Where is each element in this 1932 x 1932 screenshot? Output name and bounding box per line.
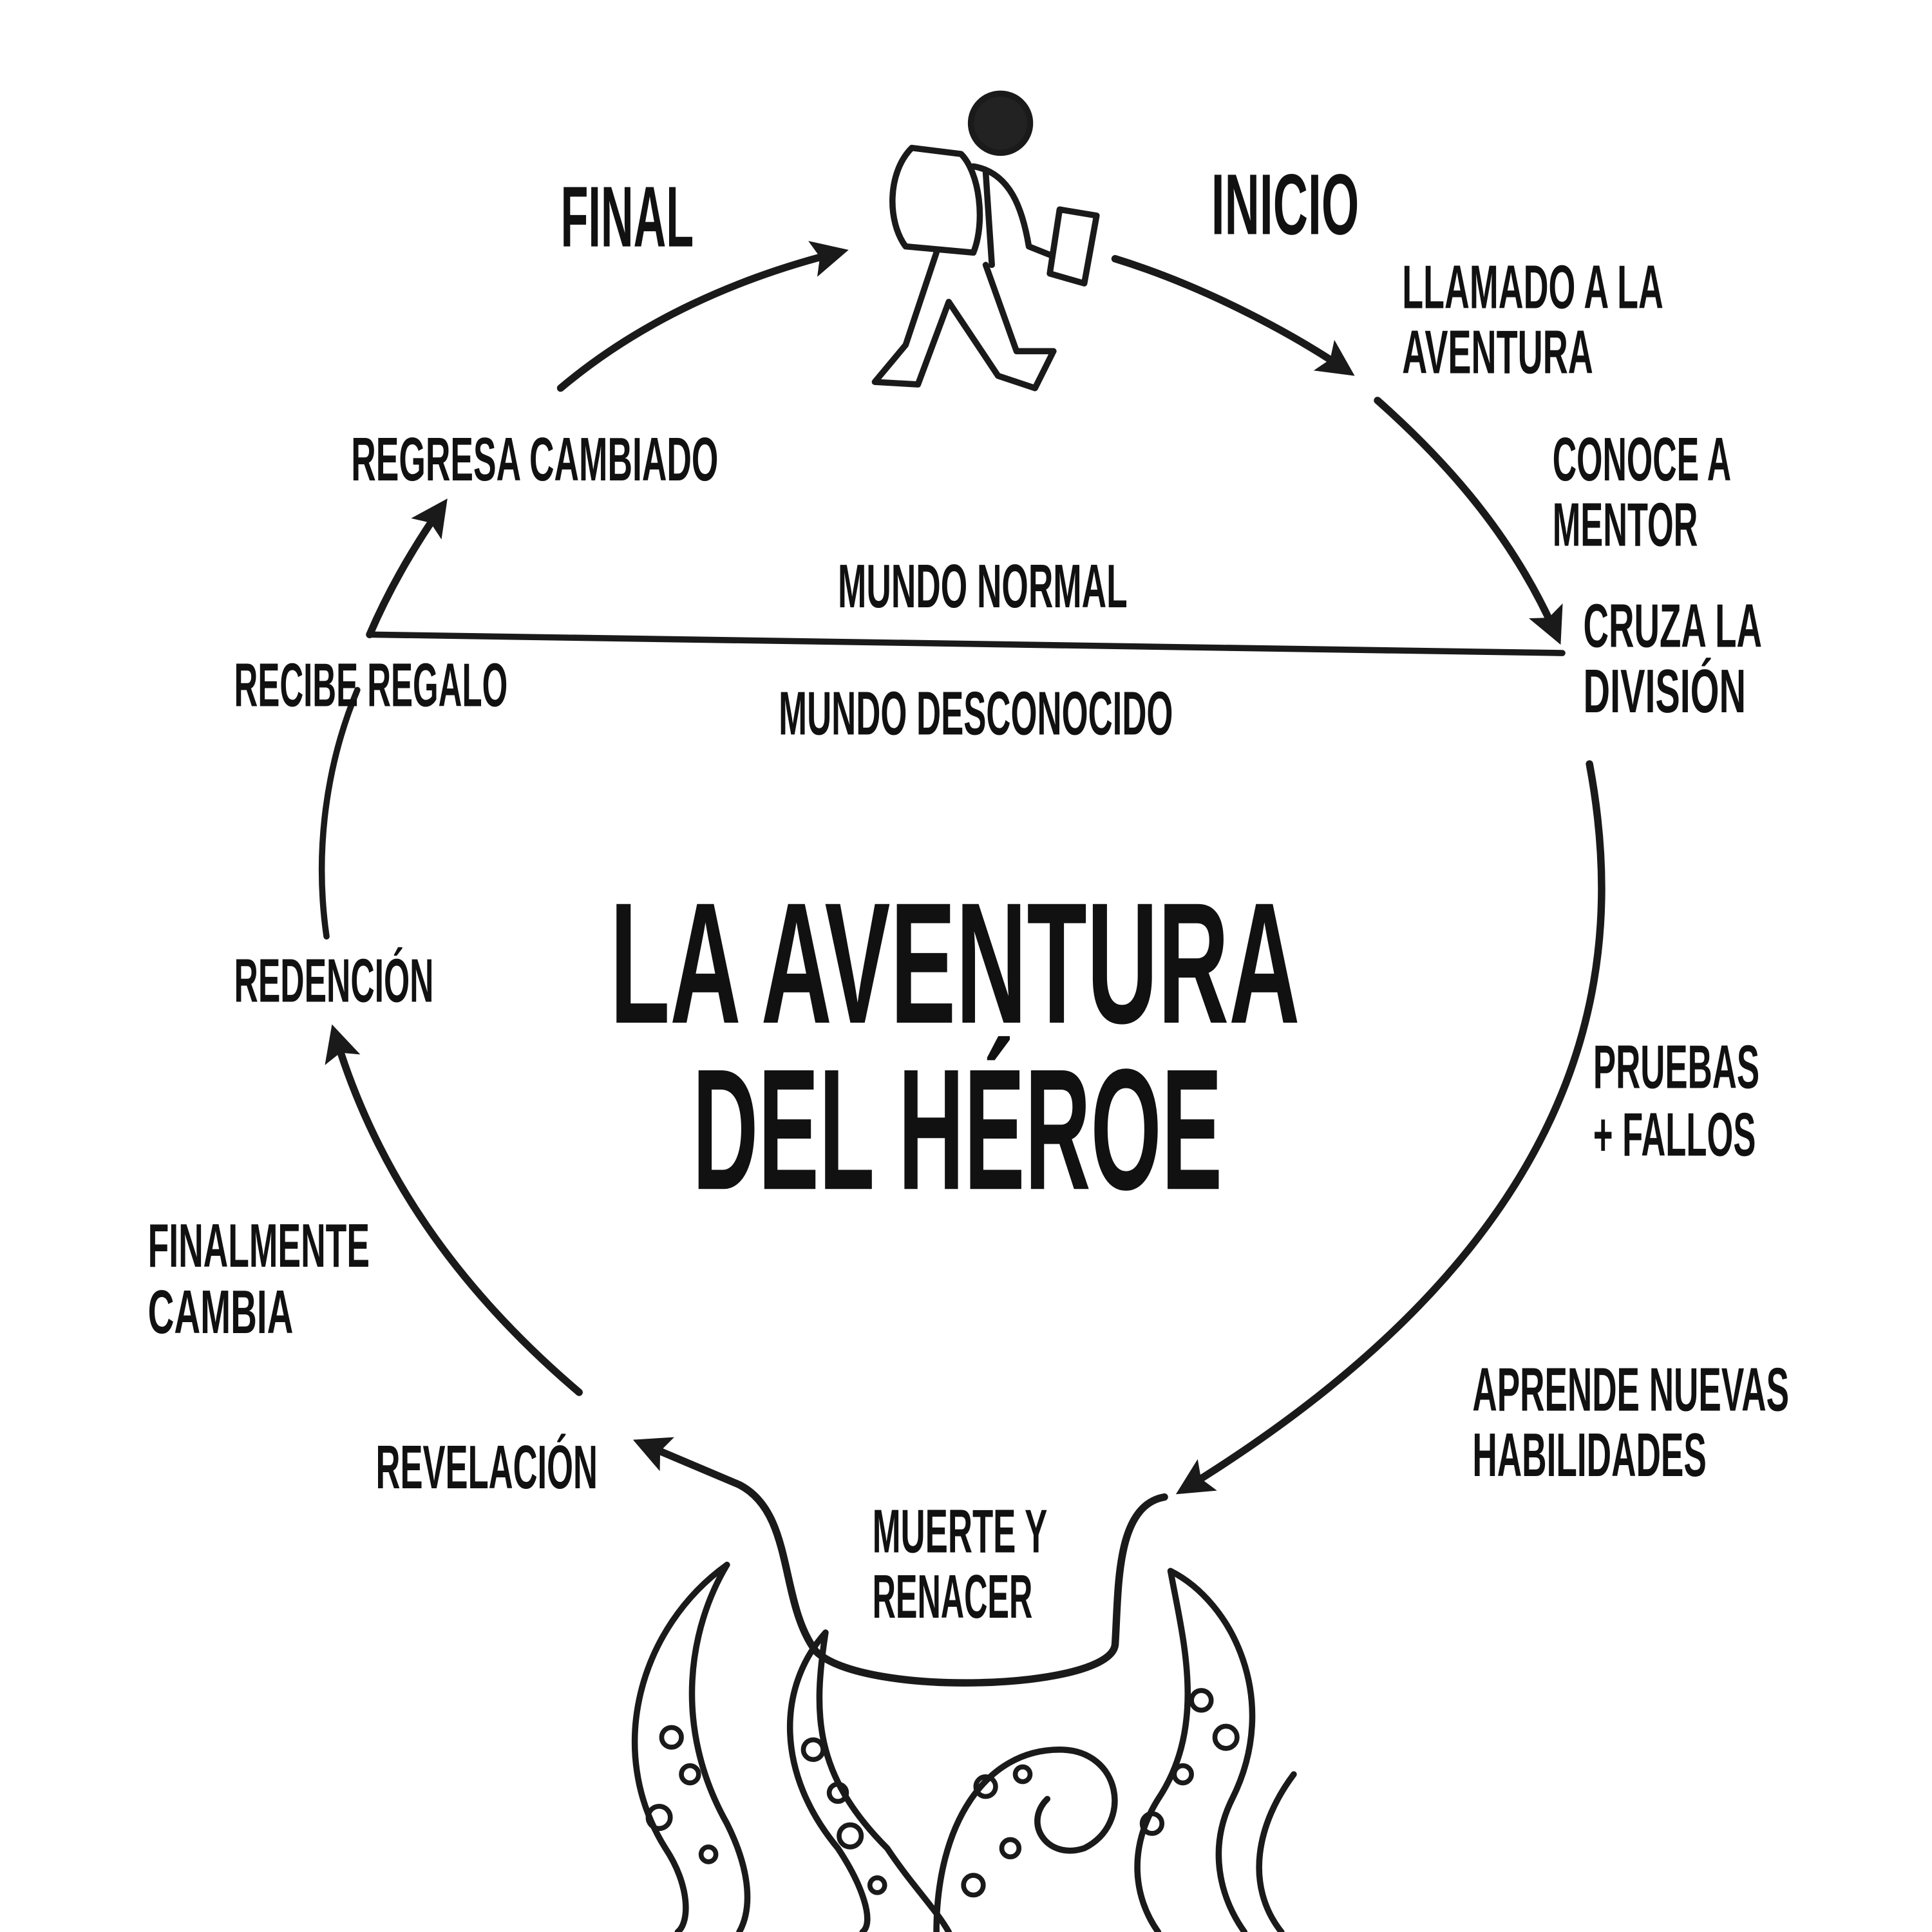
stage-revelacion: REVELACIÓN — [376, 1433, 598, 1502]
title-line2: DEL HÉROE — [692, 1033, 1222, 1226]
divider-line — [366, 631, 1566, 656]
stage-aprende-line2: HABILIDADES — [1472, 1421, 1707, 1490]
divider-below-label: MUNDO DESCONOCIDO — [779, 679, 1173, 748]
stage-regalo: RECIBE REGALO — [234, 650, 508, 719]
arrow-final-to-hero — [556, 241, 849, 392]
stage-redencion: REDENCIÓN — [234, 946, 434, 1015]
stage-llamado-line2: AVENTURA — [1402, 318, 1593, 387]
stage-finalmente-line2: CAMBIA — [148, 1278, 294, 1347]
stage-regresa: REGRESA CAMBIADO — [351, 425, 718, 494]
cauldron-path — [632, 1437, 1168, 1687]
stage-cruza-line2: DIVISIÓN — [1584, 657, 1747, 726]
stage-finalmente-line1: FINALMENTE — [148, 1211, 370, 1280]
stage-pruebas-line2: + FALLOS — [1593, 1101, 1756, 1170]
stage-muerte-line2: RENACER — [873, 1562, 1033, 1631]
hiker-illustration — [871, 90, 1100, 392]
stage-mentor-line1: CONOCE A — [1553, 425, 1731, 494]
stage-mentor-line2: MENTOR — [1553, 491, 1698, 560]
divider-above-label: MUNDO NORMAL — [838, 552, 1128, 621]
arrow-inicio-to-llamado — [1111, 255, 1355, 376]
arc-redencion-to-regalo — [318, 687, 361, 940]
stage-cruza-line1: CRUZA LA — [1584, 591, 1762, 660]
stage-aprende-line1: APRENDE NUEVAS — [1472, 1356, 1789, 1425]
arrow-revelacion-to-redencion — [325, 1024, 583, 1396]
arrow-llamado-to-cruza — [1374, 397, 1563, 645]
labels: FINAL INICIO LLAMADO A LA AVENTURA CONOC… — [148, 157, 1789, 1632]
stage-muerte-line1: MUERTE Y — [873, 1497, 1048, 1566]
arrow-pruebas-to-muerte — [1175, 760, 1605, 1495]
tentacles-illustration — [631, 1562, 1297, 1932]
label-final: FINAL — [561, 169, 694, 265]
stage-llamado-line1: LLAMADO A LA — [1402, 252, 1663, 321]
title-line1: LA AVENTURA — [610, 867, 1300, 1059]
suction-cups — [645, 1688, 1240, 1898]
label-inicio: INICIO — [1211, 157, 1359, 253]
cycle-arrows — [318, 241, 1605, 1687]
arrow-regalo-to-regresa — [366, 498, 448, 639]
stage-pruebas-line1: PRUEBAS — [1593, 1032, 1759, 1101]
